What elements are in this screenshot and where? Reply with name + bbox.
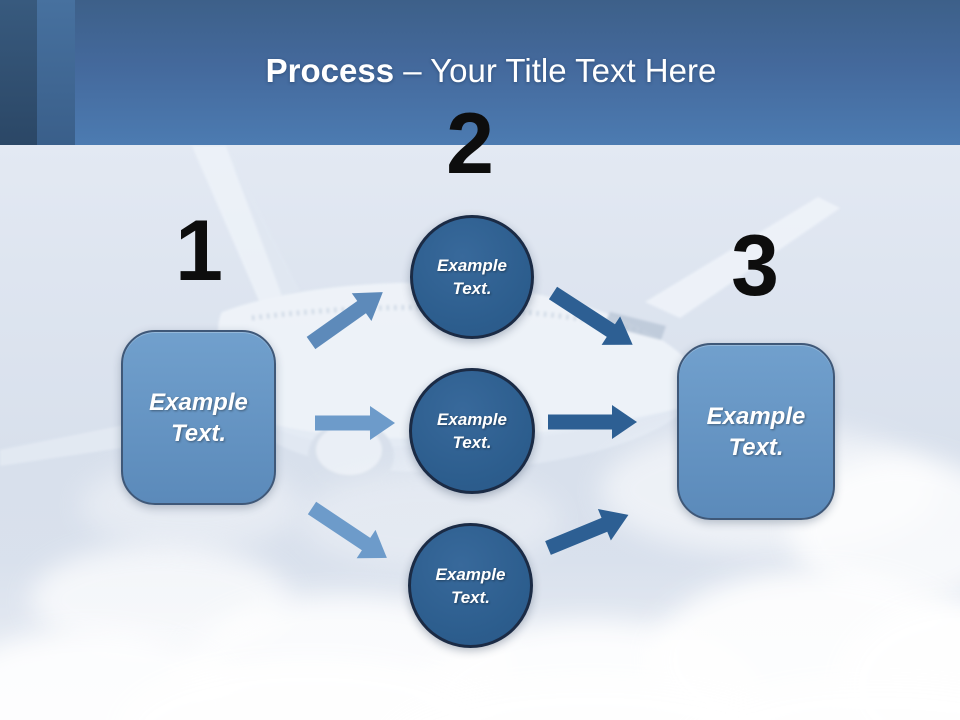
airplane-tailfin-shade xyxy=(226,146,299,296)
arrow-leftbox-to-top-circle xyxy=(306,292,383,350)
process-circle-top[interactable]: Example Text. xyxy=(410,215,534,339)
circle-bot-label-line2: Text. xyxy=(450,587,491,607)
left-box-label-line1: Example xyxy=(149,388,248,416)
right-process-box[interactable]: Example Text. xyxy=(677,343,835,520)
circle-top-label-line2: Text. xyxy=(452,279,492,298)
arrow-top-circle-to-rightbox xyxy=(548,286,633,345)
left-process-box[interactable]: Example Text. xyxy=(121,330,276,505)
arrow-bottom-circle-to-rightbox xyxy=(545,509,629,555)
arrow-mid-circle-to-rightbox xyxy=(548,405,637,439)
right-box-label-line1: Example xyxy=(706,402,806,430)
step-number-3: 3 xyxy=(731,218,779,314)
slide-title[interactable]: Process – Your Title Text Here xyxy=(11,52,960,90)
step-number-2: 2 xyxy=(446,96,494,192)
circle-top-label-line1: Example xyxy=(437,256,507,275)
airplane-engine-highlight xyxy=(316,425,382,475)
process-circle-bottom[interactable]: Example Text. xyxy=(408,523,533,648)
header-accent-stripe-medium xyxy=(37,0,75,145)
slide-header xyxy=(0,0,960,145)
right-box-label-line2: Text. xyxy=(728,433,784,461)
slide-title-text: – Your Title Text Here xyxy=(403,52,717,89)
arrow-leftbox-to-mid-circle xyxy=(315,406,395,440)
slide-title-keyword: Process xyxy=(265,52,395,89)
airplane-right-wing xyxy=(645,197,840,318)
circle-mid-label-line2: Text. xyxy=(452,433,492,452)
left-box-label-line2: Text. xyxy=(170,419,227,447)
step-number-1: 1 xyxy=(175,203,223,299)
circle-bot-label-line1: Example xyxy=(435,564,506,584)
process-circle-middle[interactable]: Example Text. xyxy=(409,368,535,494)
arrow-leftbox-to-bottom-circle xyxy=(307,501,387,559)
circle-mid-label-line1: Example xyxy=(437,410,507,429)
header-accent-stripe-dark xyxy=(0,0,37,145)
